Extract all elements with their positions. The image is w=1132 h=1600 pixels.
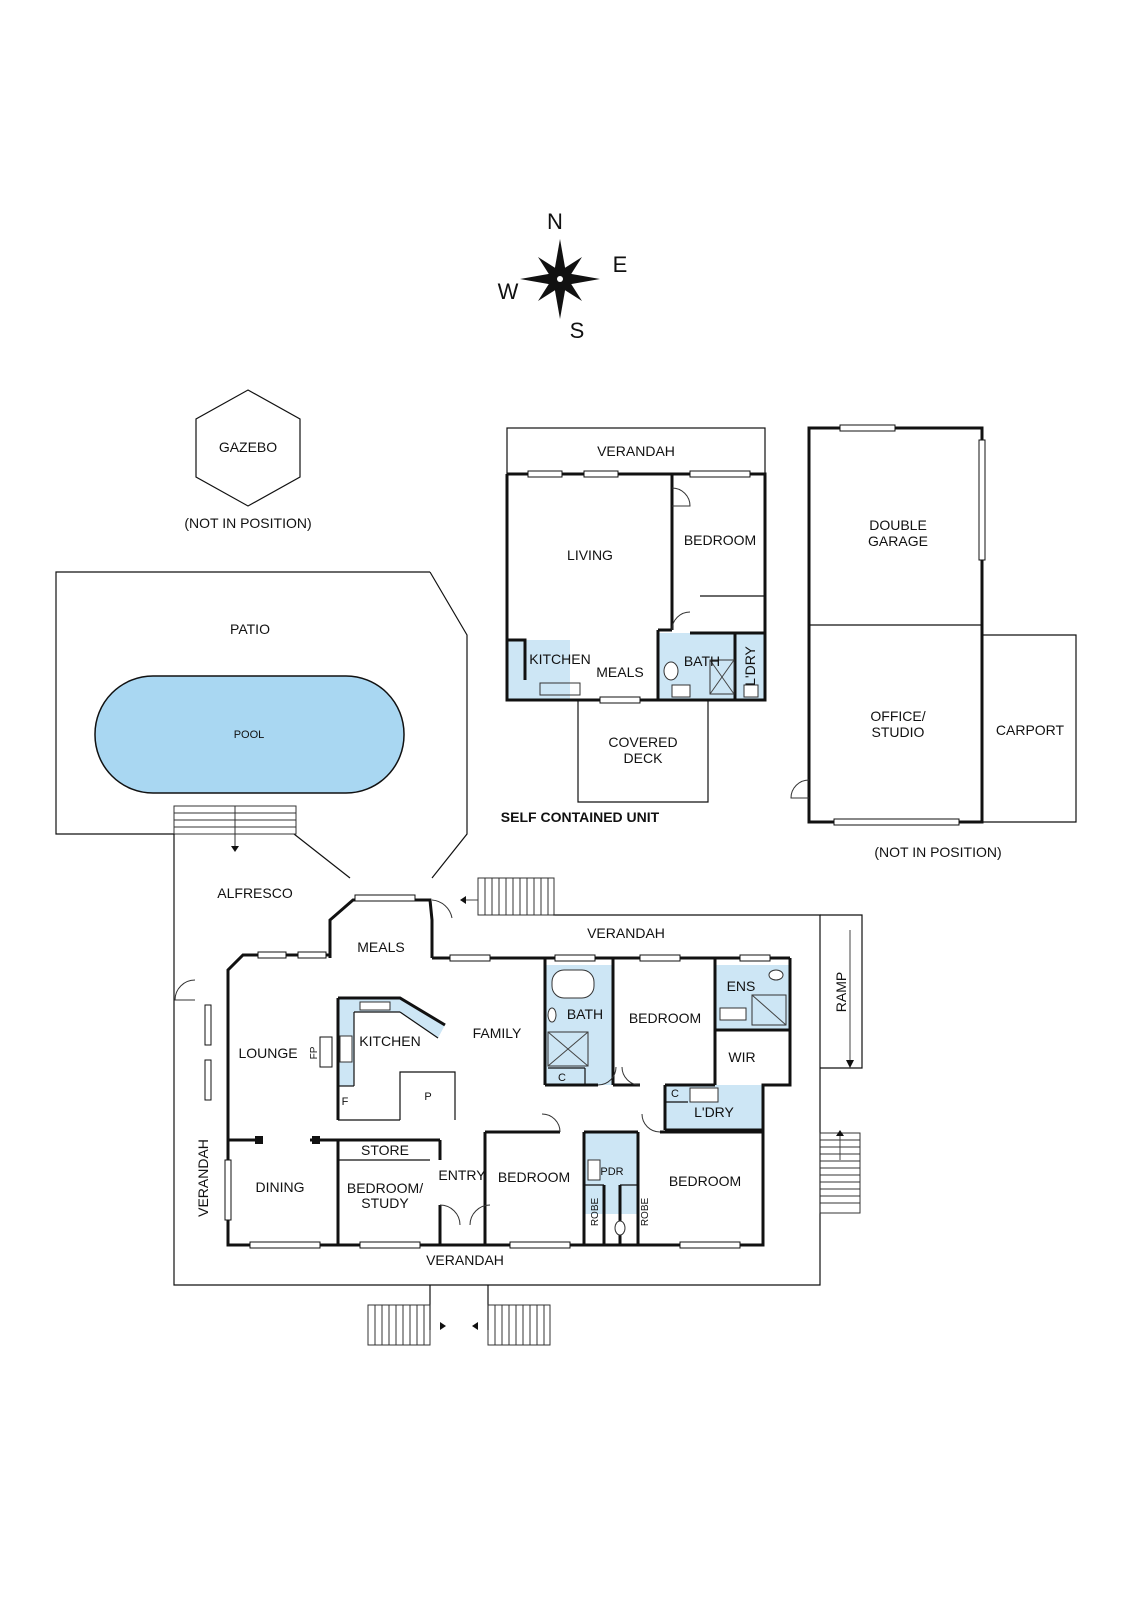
gazebo-label: GAZEBO (219, 439, 277, 455)
office-studio-label-1: OFFICE/ (870, 708, 925, 724)
unit-bedroom-label: BEDROOM (684, 532, 756, 548)
unit-deck-label-1: COVERED (608, 734, 677, 750)
unit-laundry-label: L'DRY (742, 645, 758, 685)
house-family-label: FAMILY (473, 1025, 522, 1041)
double-garage-label-1: DOUBLE (869, 517, 927, 533)
house-verandah-north-label: VERANDAH (587, 925, 665, 941)
compass-south: S (570, 318, 585, 343)
unit-meals-label: MEALS (596, 664, 643, 680)
office-studio-label-2: STUDIO (872, 724, 925, 740)
main-house: ALFRESCO (173, 834, 821, 1286)
compass-east: E (613, 252, 628, 277)
house-ens-label: ENS (727, 978, 756, 994)
house-verandah-south-label: VERANDAH (426, 1252, 504, 1268)
pool-steps (173, 805, 297, 852)
house-lounge-label: LOUNGE (238, 1045, 297, 1061)
house-bath-cupboard-label: C (558, 1072, 566, 1084)
house-verandah-west-label: VERANDAH (195, 1139, 211, 1217)
patio-area: PATIO POOL (55, 571, 468, 879)
self-contained-unit: VERANDAH LIVING BEDROOM (501, 427, 767, 825)
unit-bath-label: BATH (684, 653, 720, 669)
house-meals-label: MEALS (357, 939, 404, 955)
house-study-label-2: STUDY (361, 1195, 409, 1211)
garage-building: DOUBLE GARAGE OFFICE/ STUDIO CARPORT (NO… (790, 424, 1077, 860)
compass-star-icon (520, 239, 600, 319)
east-steps (819, 1130, 861, 1214)
house-pantry-label: P (424, 1091, 431, 1103)
house-dining-label: DINING (256, 1179, 305, 1195)
ramp-label: RAMP (833, 972, 849, 1012)
house-laundry-cupboard-label: C (671, 1088, 679, 1100)
house-store-label: STORE (361, 1142, 409, 1158)
patio-label: PATIO (230, 621, 270, 637)
house-robe-left-label: ROBE (590, 1198, 601, 1227)
house-kitchen-label: KITCHEN (359, 1033, 420, 1049)
house-robe-right-label: ROBE (640, 1198, 651, 1227)
ramp: RAMP (820, 914, 863, 1069)
gazebo-note: (NOT IN POSITION) (184, 515, 311, 531)
house-fp-label: FP (309, 1046, 320, 1059)
north-steps (460, 877, 555, 916)
unit-living-label: LIVING (567, 547, 613, 563)
compass-north: N (547, 209, 563, 234)
house-entry-label: ENTRY (438, 1167, 486, 1183)
pool-label: POOL (234, 729, 265, 741)
house-fridge-label: F (342, 1096, 349, 1108)
house-bedroom-2-label: BEDROOM (498, 1169, 570, 1185)
house-bedroom-main-label: BEDROOM (629, 1010, 701, 1026)
house-wir-label: WIR (728, 1049, 755, 1065)
unit-verandah-label: VERANDAH (597, 443, 675, 459)
house-laundry-label: L'DRY (694, 1104, 734, 1120)
pool (94, 675, 405, 794)
gazebo: GAZEBO (NOT IN POSITION) (184, 389, 312, 531)
house-bath-label: BATH (567, 1006, 603, 1022)
compass-rose: N E S W (498, 209, 628, 343)
alfresco-label: ALFRESCO (217, 885, 293, 901)
house-bedroom-3-label: BEDROOM (669, 1173, 741, 1189)
south-steps (367, 1285, 551, 1346)
carport-label: CARPORT (996, 722, 1065, 738)
house-pdr-label: PDR (600, 1166, 623, 1178)
compass-west: W (498, 279, 519, 304)
house-study-label-1: BEDROOM/ (347, 1180, 423, 1196)
unit-title: SELF CONTAINED UNIT (501, 809, 660, 825)
garage-note: (NOT IN POSITION) (874, 844, 1001, 860)
double-garage-label-2: GARAGE (868, 533, 928, 549)
unit-kitchen-label: KITCHEN (529, 651, 590, 667)
unit-deck-label-2: DECK (624, 750, 664, 766)
